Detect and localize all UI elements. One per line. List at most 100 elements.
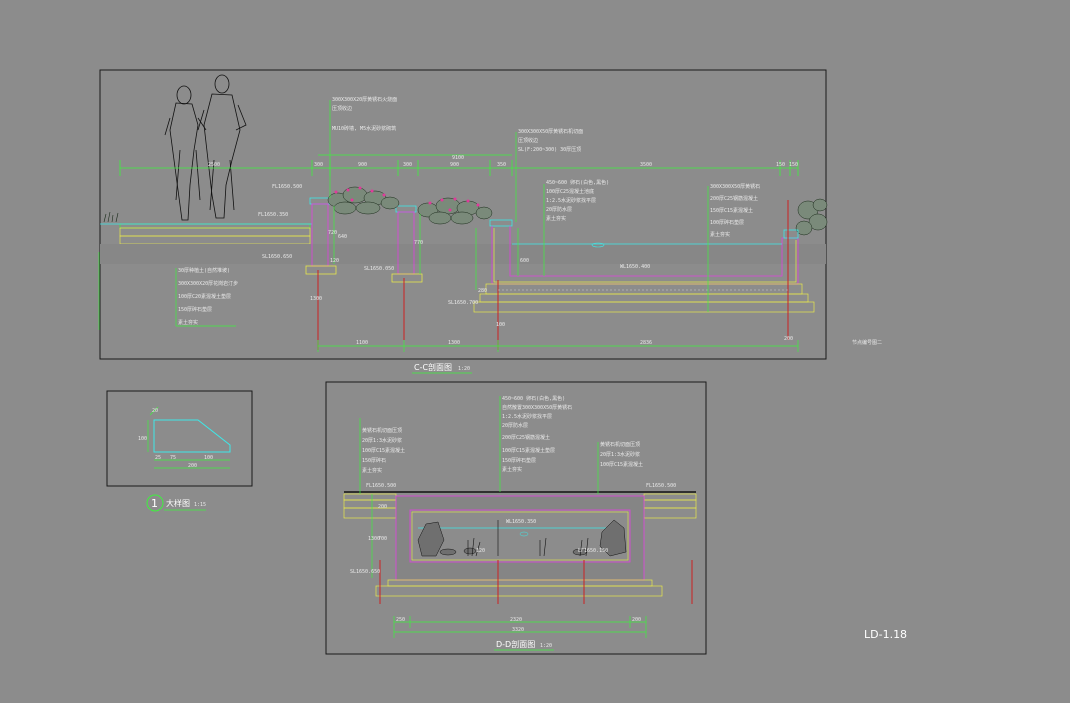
cc-left-notes: 30厚种植土(自然堆坡) 300X300X20厚花岗岩汀步 100厚C20素混凝… [178, 267, 238, 326]
cc-small-dim-4: 280 [478, 288, 487, 294]
cc-right-note-0: 300X300X50厚黄锈石 [710, 183, 760, 190]
dd-left-note-0: 黄锈石机切面压顶 [362, 427, 402, 434]
dd-left-note-1: 20厚1:3水泥砂浆 [362, 437, 402, 444]
cc-dim-3: 300 [403, 162, 412, 168]
cc-small-dim-2: 770 [414, 240, 423, 246]
detail-dim-lines [147, 406, 230, 469]
dd-right-notes: 黄锈石机切面压顶 20厚1:3水泥砂浆 100厚C15素混凝土 [600, 441, 643, 468]
cc-ground-layers [100, 223, 826, 264]
dd-left-notes: 黄锈石机切面压顶 20厚1:3水泥砂浆 100厚C15素混凝土 150厚碎石 素… [362, 427, 405, 474]
cc-small-dim-1: 640 [338, 234, 347, 240]
cc-top-dims: 2500 300 900 300 9100 900 350 3500 150 1… [208, 155, 798, 168]
cc-bottom-dim-1: 1300 [448, 340, 460, 346]
dd-title-text: D-D剖面图 [496, 639, 535, 649]
dd-top-notes: 450~600 卵石(白色,黑色) 自然散置300X300X50厚黄锈石 1:2… [502, 395, 572, 473]
cc-right-notes: 300X300X50厚黄锈石 200厚C25钢筋混凝土 150厚C15素混凝土 … [710, 183, 760, 238]
flowers [334, 186, 480, 212]
dd-level-fl-right: FL1650.500 [646, 483, 676, 489]
cc-right-note-2: 150厚C15素混凝土 [710, 207, 753, 214]
planter-1 [305, 197, 423, 350]
cc-bottom-dim-3: 200 [784, 336, 793, 342]
dd-rocks [417, 519, 627, 557]
dd-left-note-2: 100厚C15素混凝土 [362, 447, 405, 454]
cc-dim-7: 3500 [640, 162, 652, 168]
cc-dim-8: 150 [776, 162, 785, 168]
cc-dim-5: 900 [450, 162, 459, 168]
cc-level-sl-c: SL1650.700 [448, 300, 478, 306]
section-cc-frame [99, 69, 827, 360]
detail-dim-4: 100 [204, 455, 213, 461]
dd-bottom-dims: 250 2320 200 3320 [396, 617, 641, 633]
cc-dim-6: 350 [497, 162, 506, 168]
cc-dim-4: 9100 [452, 155, 464, 161]
dd-levels: FL1650.500 FL1650.500 WL1650.350 EF1650.… [350, 483, 676, 575]
cc-dim-0: 2500 [208, 162, 220, 168]
cc-small-dim-5: 120 [330, 258, 339, 264]
detail-number: 1 [151, 497, 158, 510]
detail-1: 20 100 25 75 100 200 1 大样图 1:15 [106, 390, 253, 512]
detail-dim-2: 25 [155, 455, 161, 461]
cc-bottom-dims: 1100 1300 2836 200 [356, 336, 793, 346]
cc-left-note-1: 300X300X20厚花岗岩汀步 [178, 280, 238, 287]
dd-side-dim-1: 700 [378, 536, 387, 542]
cc-small-dims: 720 640 770 600 280 120 100 1300 [310, 230, 529, 328]
cc-top-note-2: MU10砖墙, M5水泥砂浆砌筑 [332, 125, 396, 132]
cc-pool-note-2: 1:2.5水泥砂浆找平层 [546, 197, 596, 204]
dd-top-note-2: 1:2.5水泥砂浆找平层 [502, 413, 552, 420]
sheet-number: LD-1.18 [864, 628, 907, 641]
dd-top-note-3: 20厚防水层 [502, 422, 528, 429]
cc-title-scale: 1:20 [458, 366, 470, 372]
cc-levels: FL1650.500 FL1650.350 SL1650.650 SL1650.… [258, 184, 650, 306]
cc-right-note-4: 素土夯实 [710, 231, 730, 238]
cc-title: C-C剖面图 1:20 [412, 362, 472, 374]
cc-pool-note-0: 450~600 卵石(白色,黑色) [546, 179, 609, 186]
cc-small-dim-7: 1300 [310, 296, 322, 302]
cc-left-note-3: 150厚碎石垫层 [178, 306, 212, 313]
dd-side-dim-2: 120 [476, 548, 485, 554]
cc-level-fl-b: FL1650.350 [258, 212, 288, 218]
cc-leaders [98, 100, 799, 352]
cc-top-notes: 300X300X20厚黄锈石火烧面 压顶收边 MU10砖墙, M5水泥砂浆砌筑 [332, 96, 397, 132]
dd-top-note-7: 素土夯实 [502, 466, 522, 473]
cc-pool-note-4: 素土夯实 [546, 215, 566, 222]
section-dd-frame [325, 381, 707, 655]
cc-small-dim-0: 720 [328, 230, 337, 236]
dd-level-fl-left: FL1650.500 [366, 483, 396, 489]
cc-level-sl-b: SL1650.050 [364, 266, 394, 272]
cc-pool-notes: 450~600 卵石(白色,黑色) 100厚C25混凝土池底 1:2.5水泥砂浆… [546, 179, 609, 222]
dd-left-note-4: 素土夯实 [362, 467, 382, 474]
dd-level-sl: SL1650.650 [350, 569, 380, 575]
cc-pool-note-3: 20厚防水层 [546, 206, 572, 213]
shrubs-planter-1 [327, 186, 493, 225]
cc-right-note-1: 200厚C25钢筋混凝土 [710, 195, 758, 202]
detail-title: 大样图 [166, 498, 190, 508]
cc-pool-note-1: 100厚C25混凝土池底 [546, 188, 594, 195]
dd-top-note-1: 自然散置300X300X50厚黄锈石 [502, 404, 572, 411]
dd-right-note-2: 100厚C15素混凝土 [600, 461, 643, 468]
detail-dim-3: 75 [170, 455, 176, 461]
detail-frame [106, 390, 253, 487]
dd-title-scale: 1:20 [540, 643, 552, 649]
cc-dim-2: 900 [358, 162, 367, 168]
cc-title-text: C-C剖面图 [414, 362, 452, 372]
tree-right [795, 198, 828, 236]
people-figure [164, 74, 247, 221]
cc-small-dim-6: 100 [496, 322, 505, 328]
cc-left-note-0: 30厚种植土(自然堆坡) [178, 267, 230, 274]
dd-bottom-dim-2: 200 [632, 617, 641, 623]
cc-bottom-dim-2: 2836 [640, 340, 652, 346]
detail-dim-1: 100 [138, 436, 147, 442]
cc-top-note-1: 压顶收边 [332, 105, 352, 112]
detail-number-circle [146, 494, 164, 512]
cc-bottom-dim-0: 1100 [356, 340, 368, 346]
dd-top-note-5: 100厚C15素混凝土垫层 [502, 447, 555, 454]
cc-left-note-4: 素土夯实 [178, 319, 198, 326]
detail-scale: 1:15 [194, 502, 206, 508]
cc-right-note-3: 100厚碎石垫层 [710, 219, 744, 226]
cc-small-dim-3: 600 [520, 258, 529, 264]
dd-right-note-0: 黄锈石机切面压顶 [600, 441, 640, 448]
cc-level-sl-a: SL1650.650 [262, 254, 292, 260]
dd-level-wl: WL1650.350 [506, 519, 536, 525]
cc-level-fl-a: FL1650.500 [272, 184, 302, 190]
